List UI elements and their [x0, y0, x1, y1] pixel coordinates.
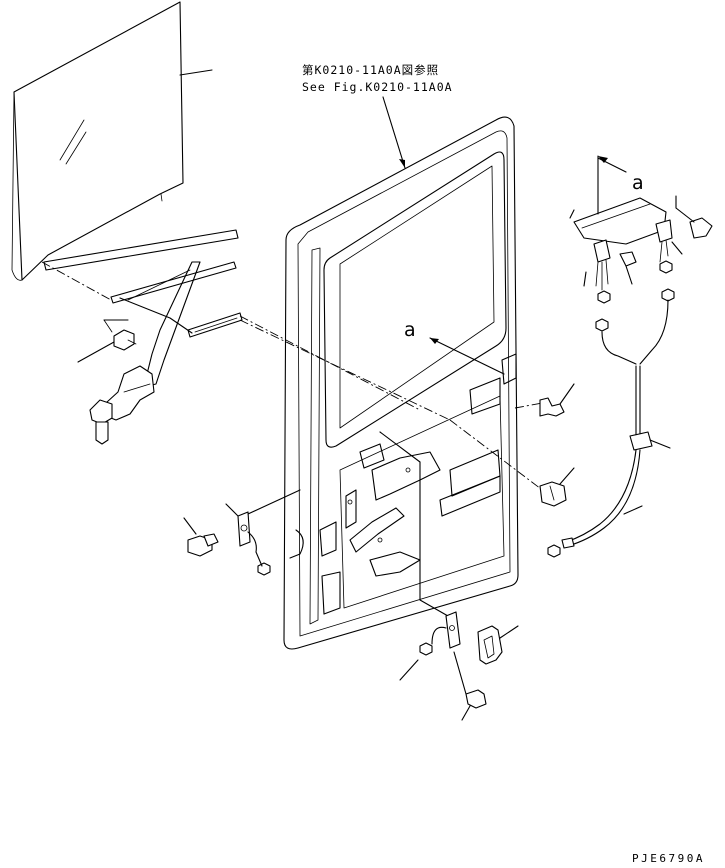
door-latch-switch — [225, 489, 301, 567]
view-label-a-middle: a — [404, 319, 416, 341]
view-arrow-middle — [429, 337, 505, 375]
cab-door-panel — [283, 116, 519, 650]
lower-bracket-assembly — [379, 431, 519, 721]
switch-bracket-assembly: a — [569, 155, 713, 291]
guide-line-3 — [239, 315, 421, 411]
guide-line-1 — [41, 261, 112, 301]
window-regulator — [89, 261, 243, 445]
regulator-bolt — [77, 319, 137, 363]
reference-arrowhead — [399, 159, 405, 168]
door-bolt-lower — [539, 467, 575, 507]
latch-bolt — [183, 517, 219, 557]
door-bolt-upper — [539, 383, 575, 417]
guide-line-5 — [514, 401, 549, 409]
wiring-harness — [561, 299, 671, 549]
reference-text-en: See Fig.K0210-11A0A — [302, 80, 453, 94]
wire-connectors — [257, 260, 675, 656]
view-arrowhead-middle — [430, 338, 439, 344]
guide-line-4 — [449, 419, 546, 493]
drawing-code: PJE6790A — [632, 852, 705, 865]
view-label-a-upper: a — [632, 172, 644, 194]
reference-leader — [382, 96, 406, 169]
reference-text-jp: 第K0210-11A0A図参照 — [302, 63, 439, 77]
door-glass — [11, 1, 239, 281]
guide-line-2 — [239, 319, 451, 421]
